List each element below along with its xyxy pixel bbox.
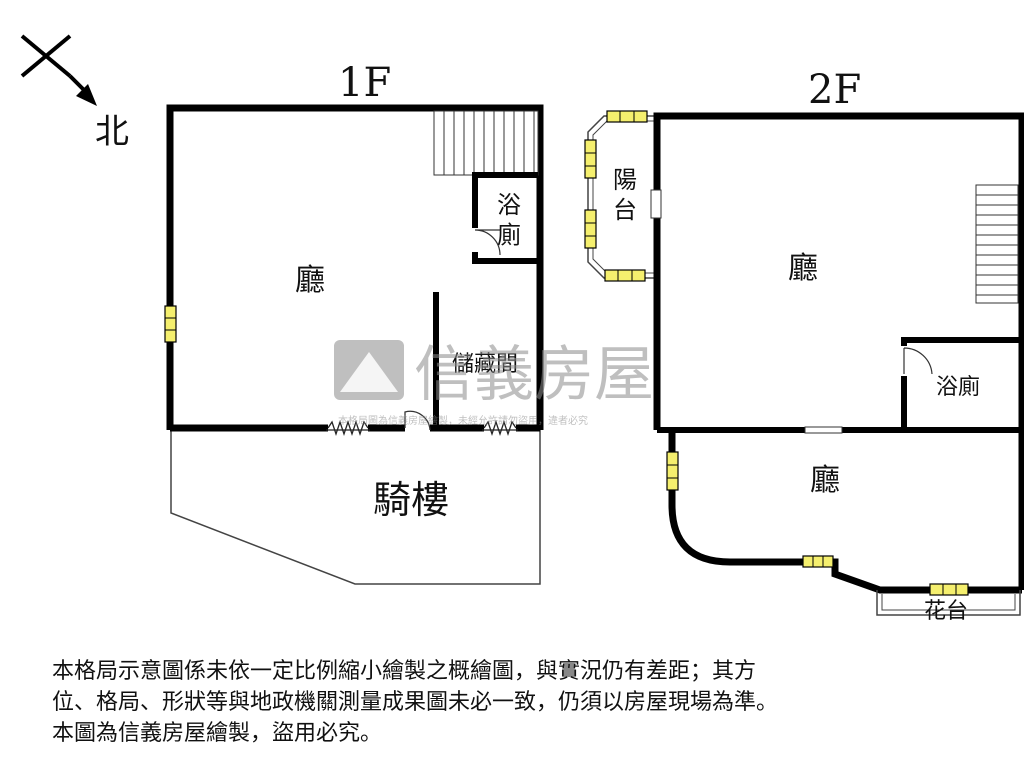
window-icon (584, 139, 597, 179)
window-icon (802, 555, 834, 568)
bathroom-door-icon (903, 347, 933, 375)
flower-bed-label: 花台 (924, 599, 968, 624)
sliding-door-icon (804, 426, 843, 434)
hall-label-2f-upper: 廳 (788, 251, 818, 286)
bathroom-door-icon (474, 229, 501, 256)
disclaimer-line: 本格局示意圖係未依一定比例縮小繪製之概繪圖，與實況仍有差距；其方 (52, 659, 757, 684)
floor-2f-outer-wall (653, 112, 1024, 590)
watermark-notice: 本格局圖為信義房屋繪製，未經允許請勿盜用，違者必究 (338, 414, 588, 427)
floor-2f: 2F (584, 67, 1024, 624)
window-icon (929, 583, 969, 596)
disclaimer-line: 本圖為信義房屋繪製，盜用必究。 (52, 721, 383, 746)
north-arrow-icon (76, 84, 97, 106)
flower-bed-outline (881, 594, 1016, 611)
compass-arrow-line (20, 34, 72, 78)
north-label: 北 (95, 112, 129, 152)
lower-hall-wall (668, 430, 1022, 594)
roller-door-icon (326, 419, 370, 437)
window-icon (606, 110, 648, 123)
floor-1f-title: 1F (338, 60, 391, 106)
staircase-1f (433, 110, 539, 176)
entrance-door-icon (404, 410, 431, 431)
flower-bed-outline (876, 590, 1021, 616)
hall-label-1f: 廳 (295, 263, 325, 298)
floor-1f-outer-wall (166, 104, 544, 430)
staircase-2f (975, 184, 1019, 304)
arcade-outline (170, 428, 541, 585)
bathroom-wall (472, 172, 538, 228)
window-icon (604, 269, 646, 282)
disclaimer-line: 位、格局、形狀等與地政機關測量成果圖未必一致，仍須以房屋現場為準。 (52, 690, 779, 715)
floor-1f: 1F 浴 廁 (164, 60, 544, 585)
bathroom-label-1f: 廁 (497, 221, 521, 249)
bathroom-label-2f: 浴廁 (936, 375, 980, 400)
window-icon (666, 451, 679, 491)
window-icon (164, 305, 177, 343)
watermark-brand: 信義房屋 (414, 340, 654, 410)
hall-label-2f-lower: 廳 (810, 463, 840, 498)
balcony-label: 台 (613, 196, 637, 224)
floor-plan: 北 1F 浴 廁 (20, 34, 1024, 624)
balcony-label: 陽 (613, 166, 637, 194)
brand-logo-icon (334, 340, 404, 400)
storage-label: 儲藏間 (452, 352, 518, 377)
compass: 北 (20, 34, 129, 152)
bathroom-label-1f: 浴 (497, 191, 521, 219)
watermark: 信義房屋 本格局圖為信義房屋繪製，未經允許請勿盜用，違者必究 (334, 340, 654, 427)
floor-2f-title: 2F (808, 67, 861, 113)
bathroom-wall-2f (901, 337, 1022, 346)
disclaimer: 本格局示意圖係未依一定比例縮小繪製之概繪圖，與實況仍有差距；其方 位、格局、形狀… (52, 656, 992, 749)
arcade-label: 騎樓 (373, 478, 449, 522)
window-icon (584, 209, 597, 249)
roller-door-icon (482, 419, 518, 437)
balcony-door-icon (650, 189, 662, 219)
